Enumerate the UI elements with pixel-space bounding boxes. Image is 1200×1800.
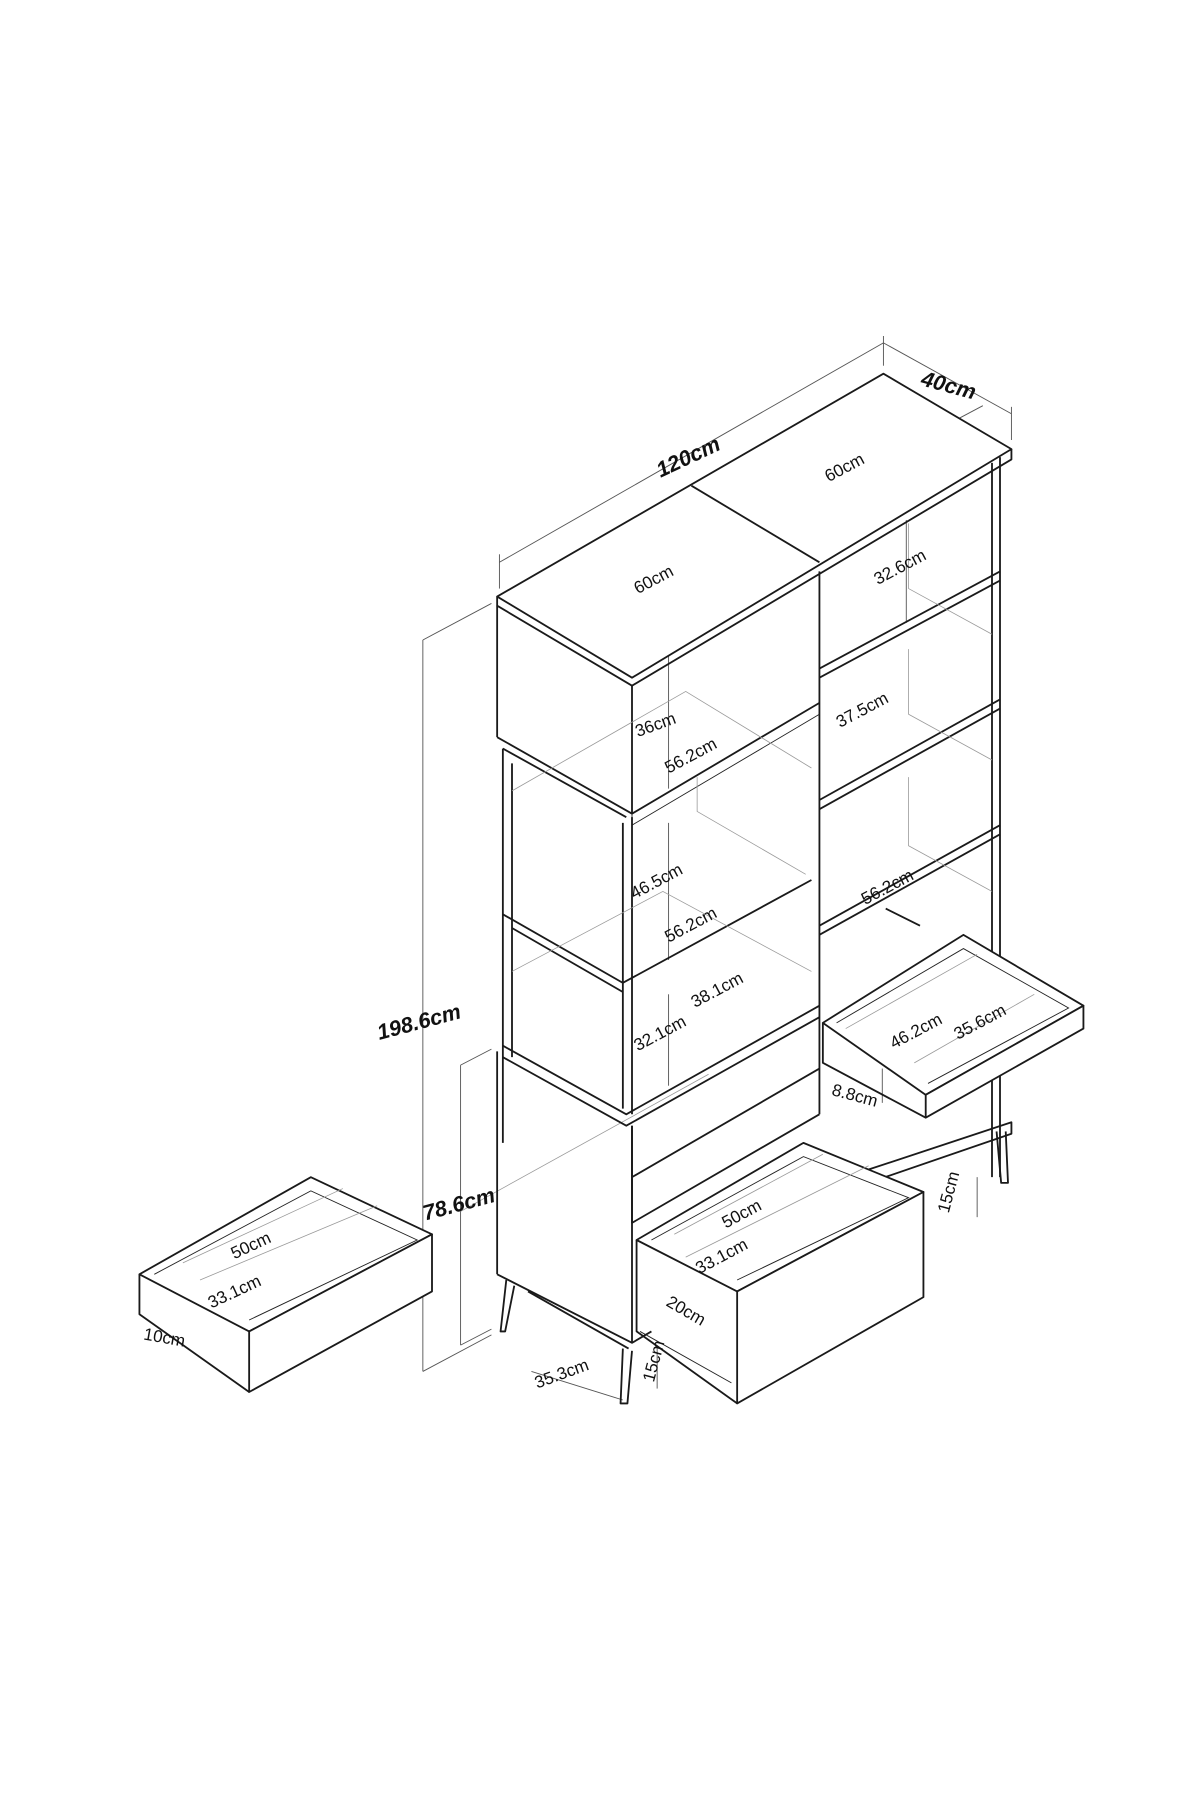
label-lower-open-depth: 38.1cm (687, 968, 746, 1012)
label-right-drawer-height: 8.8cm (830, 1079, 880, 1110)
label-right-shelf-1: 32.6cm (870, 545, 929, 589)
left-cabinet (496, 571, 821, 1405)
label-top-box-height: 36cm (632, 708, 678, 741)
label-right-shelf-2: 37.5cm (832, 688, 891, 732)
label-left-drawer-height: 10cm (142, 1324, 187, 1351)
label-center-drawer-height: 20cm (663, 1291, 709, 1329)
label-lower-open-height: 32.1cm (630, 1011, 689, 1055)
right-column (818, 457, 1013, 1184)
label-open-height: 46.5cm (627, 859, 686, 903)
label-height: 198.6cm (374, 999, 463, 1045)
label-right-shelf-width: 56.2cm (858, 865, 917, 909)
label-lower-height: 78.6cm (420, 1182, 498, 1225)
label-left-leg-height: 15cm (638, 1338, 668, 1384)
label-top-box-width: 56.2cm (661, 733, 720, 777)
label-open-width: 56.2cm (661, 902, 720, 946)
right-drawer (821, 933, 1085, 1119)
left-drawer (138, 1176, 433, 1393)
center-drawer (635, 1141, 925, 1405)
top-board (496, 372, 1013, 687)
label-base-depth: 35.3cm (532, 1354, 592, 1392)
label-right-leg-height: 15cm (933, 1169, 963, 1215)
